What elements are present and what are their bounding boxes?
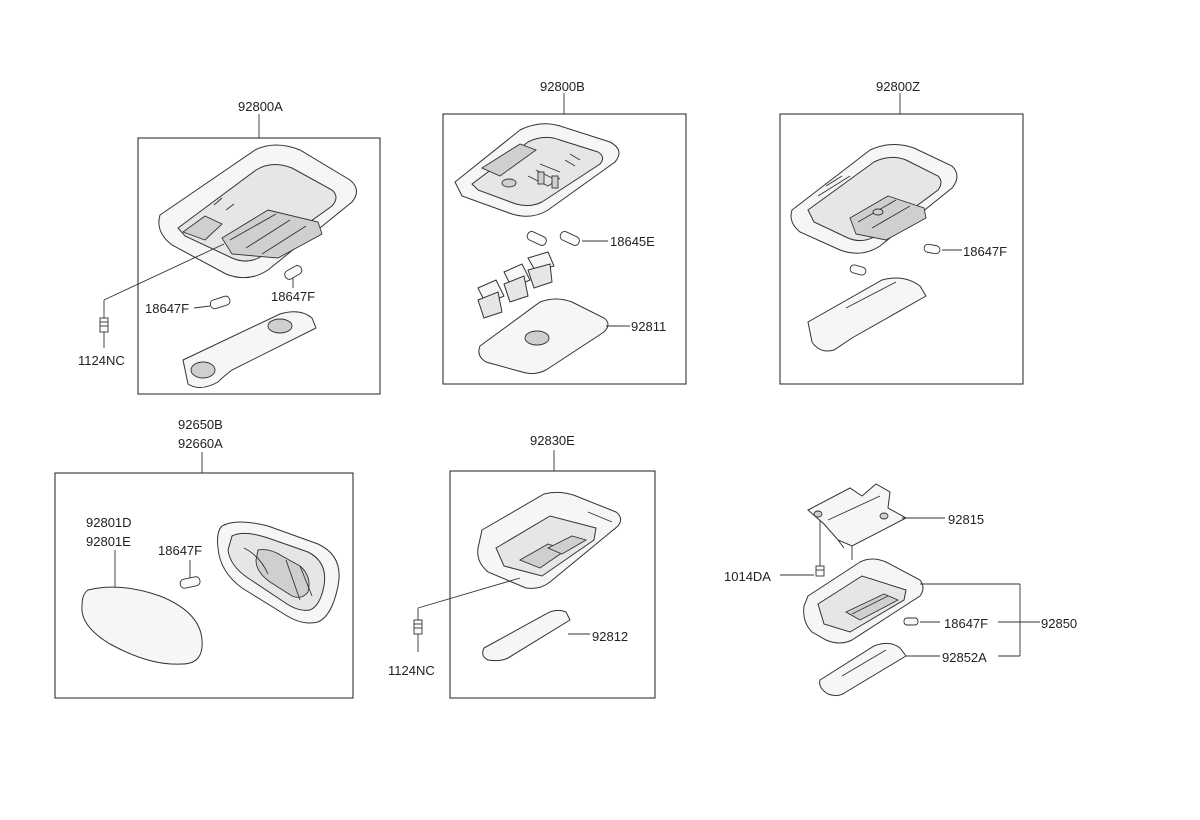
label-92812[interactable]: 92812 <box>592 629 628 644</box>
label-18647f-a2[interactable]: 18647F <box>271 289 315 304</box>
bulb-18645e <box>526 231 580 246</box>
frame-92830e <box>449 470 656 699</box>
frame-92650b <box>54 472 354 699</box>
label-18647f-z[interactable]: 18647F <box>963 244 1007 259</box>
frame-92800b <box>442 113 687 385</box>
label-18647f-c[interactable]: 18647F <box>944 616 988 631</box>
bracket-92815 <box>807 483 908 560</box>
label-18645e[interactable]: 18645E <box>610 234 655 249</box>
label-92650b[interactable]: 92650B <box>178 417 223 432</box>
label-92801d[interactable]: 92801D <box>86 515 132 530</box>
bulb-18647f-a1 <box>209 295 231 310</box>
lamp-housing-92800z <box>790 144 958 254</box>
group-92650b: 92650B 92660A 92801D 92801E 18647F <box>54 417 354 699</box>
group-92850: 92815 1014DA 18647F 92852A 92 <box>724 483 1077 697</box>
label-18647f-a1[interactable]: 18647F <box>145 301 189 316</box>
label-92800a[interactable]: 92800A <box>238 99 283 114</box>
bulb-18647f-c <box>903 617 919 626</box>
switch-clips-92800b <box>477 251 555 319</box>
label-18647f-b[interactable]: 18647F <box>158 543 202 558</box>
screw-1014da <box>815 520 825 577</box>
frame-92800z <box>779 113 1024 385</box>
label-92850[interactable]: 92850 <box>1041 616 1077 631</box>
screw-1124nc-a <box>99 300 109 348</box>
label-92811[interactable]: 92811 <box>631 319 666 334</box>
group-92800b: 92800B 18645E <box>442 79 687 385</box>
label-92801e[interactable]: 92801E <box>86 534 131 549</box>
group-92800a: 92800A 1124NC 18647F 186 <box>78 99 381 395</box>
lens-plate-92800a <box>182 311 317 388</box>
lens-92801d <box>81 586 203 665</box>
label-92830e[interactable]: 92830E <box>530 433 575 448</box>
bulb-18647f-b <box>179 576 201 589</box>
lens-92800z <box>807 277 927 352</box>
label-1124nc-a[interactable]: 1124NC <box>78 353 125 368</box>
lamp-housing-92850 <box>803 558 924 644</box>
label-92815[interactable]: 92815 <box>948 512 984 527</box>
label-1014da[interactable]: 1014DA <box>724 569 771 584</box>
label-1124nc-b[interactable]: 1124NC <box>388 663 435 678</box>
lens-92811 <box>478 298 609 375</box>
bulb-18647f-a2 <box>284 265 303 280</box>
lamp-housing-92800b <box>454 123 620 217</box>
lamp-housing-92650b <box>217 521 340 624</box>
group-92830e: 92830E 1124NC 92812 <box>388 433 656 699</box>
label-92800b[interactable]: 92800B <box>540 79 585 94</box>
lens-92812 <box>482 609 571 662</box>
lamp-housing-92800a <box>158 144 357 279</box>
lens-92852a <box>819 642 907 697</box>
lamp-housing-92830e <box>477 491 622 589</box>
bulb-18647f-z <box>849 243 941 276</box>
label-92800z[interactable]: 92800Z <box>876 79 920 94</box>
group-92800z: 92800Z 18647F <box>779 79 1024 385</box>
screw-1124nc-b <box>413 608 423 652</box>
label-92852a[interactable]: 92852A <box>942 650 987 665</box>
label-92660a[interactable]: 92660A <box>178 436 223 451</box>
